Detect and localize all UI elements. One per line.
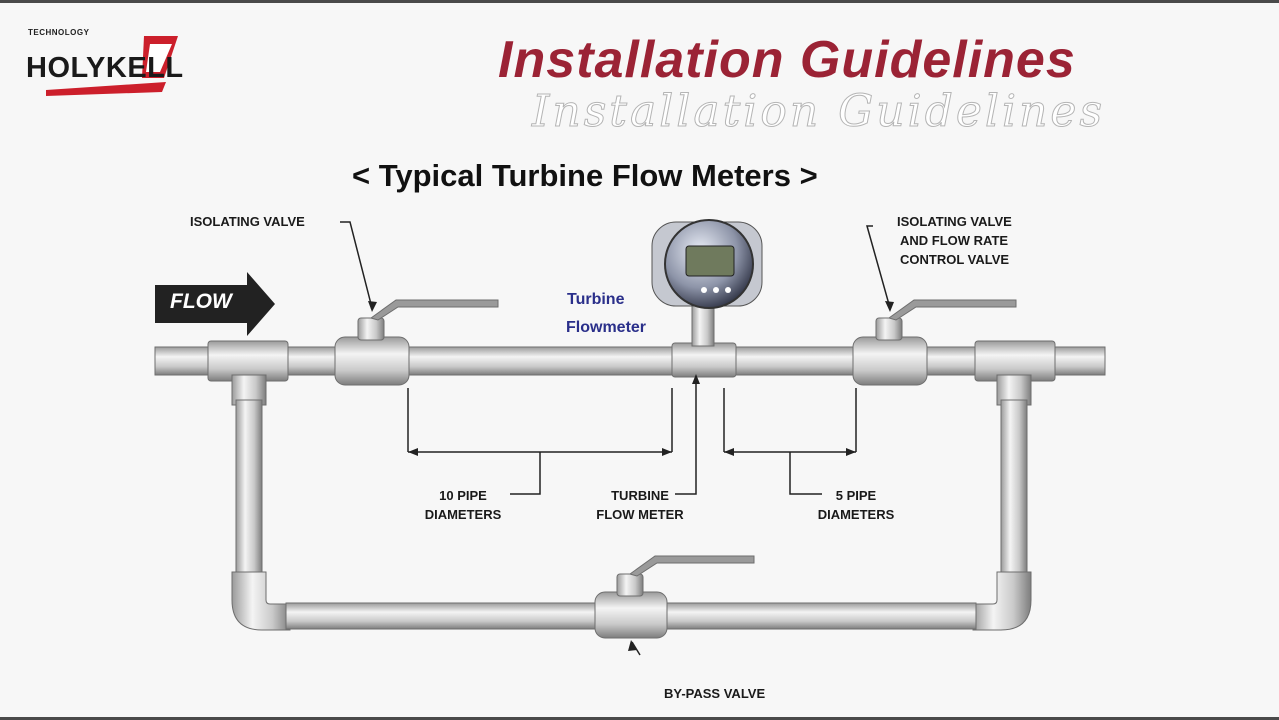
flow-label: FLOW bbox=[170, 290, 232, 313]
page-title: Installation Guidelines bbox=[498, 31, 1076, 89]
isolating-valve-right-icon bbox=[852, 299, 1017, 386]
leader-lines bbox=[340, 221, 891, 656]
label-meter-line1: TURBINE bbox=[611, 488, 669, 503]
page-title-reflection: Installation Guidelines bbox=[531, 86, 1106, 138]
label-bypass-valve: BY-PASS VALVE bbox=[664, 686, 766, 701]
label-upstream-line1: 10 PIPE bbox=[439, 488, 487, 503]
bypass-valve-icon bbox=[594, 555, 755, 639]
brand-tagline: TECHNOLOGY bbox=[28, 28, 90, 37]
label-isolating-valve-right-line3: CONTROL VALVE bbox=[900, 252, 1010, 267]
isolating-valve-left-icon bbox=[334, 299, 499, 386]
bypass-leg-right bbox=[1000, 399, 1028, 576]
label-isolating-valve-right-line2: AND FLOW RATE bbox=[900, 233, 1009, 248]
label-meter-line2: FLOW METER bbox=[596, 507, 684, 522]
label-isolating-valve-left: ISOLATING VALVE bbox=[190, 214, 305, 229]
top-border bbox=[0, 0, 1279, 3]
bypass-leg-left bbox=[235, 399, 263, 576]
main-pipe bbox=[154, 346, 1106, 376]
diagram-subtitle: < Typical Turbine Flow Meters > bbox=[352, 158, 818, 193]
turbine-meter-icon bbox=[651, 219, 763, 378]
dimension-brackets bbox=[407, 378, 857, 495]
label-downstream-line1: 5 PIPE bbox=[835, 488, 877, 503]
flow-arrow-icon bbox=[155, 272, 275, 336]
brand-logo-icon bbox=[46, 36, 178, 96]
label-isolating-valve-right-line1: ISOLATING VALVE bbox=[897, 214, 1012, 229]
label-upstream-line2: DIAMETERS bbox=[424, 507, 502, 522]
label-downstream-line2: DIAMETERS bbox=[817, 507, 895, 522]
bottom-border bbox=[0, 717, 1279, 720]
label-turbine-line1: Turbine bbox=[567, 291, 625, 308]
brand-name: HOLYKELL bbox=[26, 52, 184, 84]
label-turbine-line2: Flowmeter bbox=[566, 319, 647, 336]
elbow-right bbox=[972, 571, 1032, 631]
elbow-left bbox=[231, 571, 291, 631]
